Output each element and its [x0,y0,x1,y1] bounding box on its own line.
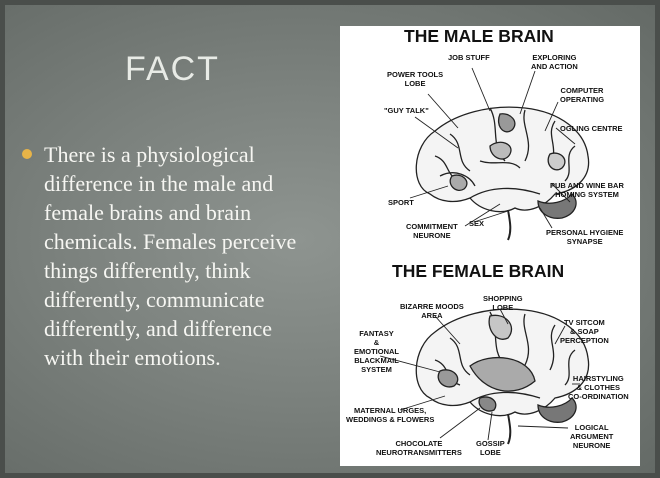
bullet-dot-icon [22,149,32,159]
bullet-text: There is a physiological difference in t… [44,140,364,372]
label-job-stuff: JOB STUFF [448,53,490,62]
female-brain-illustration [415,308,590,445]
bullet-line: differently, and difference [44,316,273,341]
brain-diagram-image: THE MALE BRAIN JOB STUFF EXPLORING AND A… [340,26,640,466]
label-sport: SPORT [388,198,414,207]
label-fantasy-blackmail: FANTASY & EMOTIONAL BLACKMAIL SYSTEM [354,329,399,374]
label-hairstyling: HAIRSTYLING & CLOTHES CO-ORDINATION [568,374,629,401]
male-brain-pointer-lines [409,67,576,229]
label-personal-hygiene: PERSONAL HYGIENE SYNAPSE [546,228,624,246]
label-chocolate: CHOCOLATE NEUROTRANSMITTERS [376,439,462,457]
bullet-line: female brains and brain [44,200,252,225]
bullet-line: with their emotions. [44,345,221,370]
female-brain-pointer-lines [379,308,580,441]
label-pub-wine-bar: PUB AND WINE BAR HOMING SYSTEM [550,181,624,199]
label-tv-sitcom: TV SITCOM & SOAP PERCEPTION [560,318,609,345]
label-shopping-lobe: SHOPPING LOBE [483,294,523,312]
brain-drawings [379,67,590,445]
male-brain-title: THE MALE BRAIN [404,26,554,46]
label-gossip-lobe: GOSSIP LOBE [476,439,505,457]
label-guy-talk: "GUY TALK" [384,106,429,115]
label-logical-argument: LOGICAL ARGUMENT NEURONE [570,423,614,450]
label-sex: SEX [469,219,485,228]
label-ogling-centre: OGLING CENTRE [560,124,623,133]
label-maternal-urges: MATERNAL URGES, WEDDINGS & FLOWERS [346,406,435,424]
bullet-line: difference in the male and [44,171,274,196]
bullet-line: things differently, think [44,258,251,283]
label-computer-operating: COMPUTER OPERATING [560,86,605,104]
bullet-line: There is a physiological [44,142,255,167]
female-brain-title: THE FEMALE BRAIN [392,261,565,281]
label-bizarre-moods: BIZARRE MOODS AREA [400,302,464,320]
label-power-tools: POWER TOOLS LOBE [387,70,444,88]
bullet-line: differently, communicate [44,287,265,312]
label-commitment-neurone: COMMITMENT NEURONE [406,222,458,240]
bullet-line: chemicals. Females perceive [44,229,297,254]
label-exploring: EXPLORING AND ACTION [531,53,578,71]
slide-title: FACT [125,50,220,88]
